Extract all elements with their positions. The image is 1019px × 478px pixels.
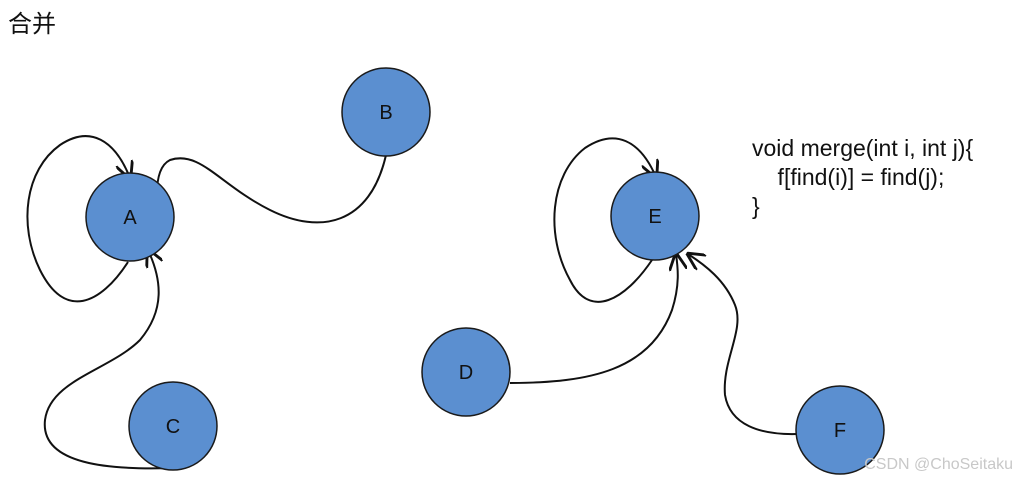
code-line-2: f[find(i)] = find(j); xyxy=(752,164,945,190)
node-E-label: E xyxy=(648,206,661,228)
edge-C-to-A xyxy=(43,250,173,470)
node-D-label: D xyxy=(459,362,473,384)
page-title: 合并 xyxy=(8,10,56,38)
code-line-1: void merge(int i, int j){ xyxy=(752,135,974,161)
merge-code-snippet: void merge(int i, int j){ f[find(i)] = f… xyxy=(752,134,973,221)
node-A-label: A xyxy=(123,207,137,229)
code-line-3: } xyxy=(752,193,760,219)
node-B-label: B xyxy=(379,102,392,124)
node-E: E xyxy=(610,171,700,261)
edge-B-to-A xyxy=(157,154,387,224)
node-A: A xyxy=(85,172,175,262)
node-C: C xyxy=(128,381,218,471)
edge-D-to-E xyxy=(509,254,678,384)
node-F-label: F xyxy=(834,420,846,442)
edge-E-to-E xyxy=(553,137,656,303)
watermark: CSDN @ChoSeitaku xyxy=(864,456,1013,473)
node-B: B xyxy=(341,67,431,157)
node-C-label: C xyxy=(166,416,180,438)
edge-A-to-A xyxy=(26,135,130,303)
node-F: F xyxy=(795,385,885,475)
edge-F-to-E xyxy=(688,254,798,436)
node-D: D xyxy=(421,327,511,417)
